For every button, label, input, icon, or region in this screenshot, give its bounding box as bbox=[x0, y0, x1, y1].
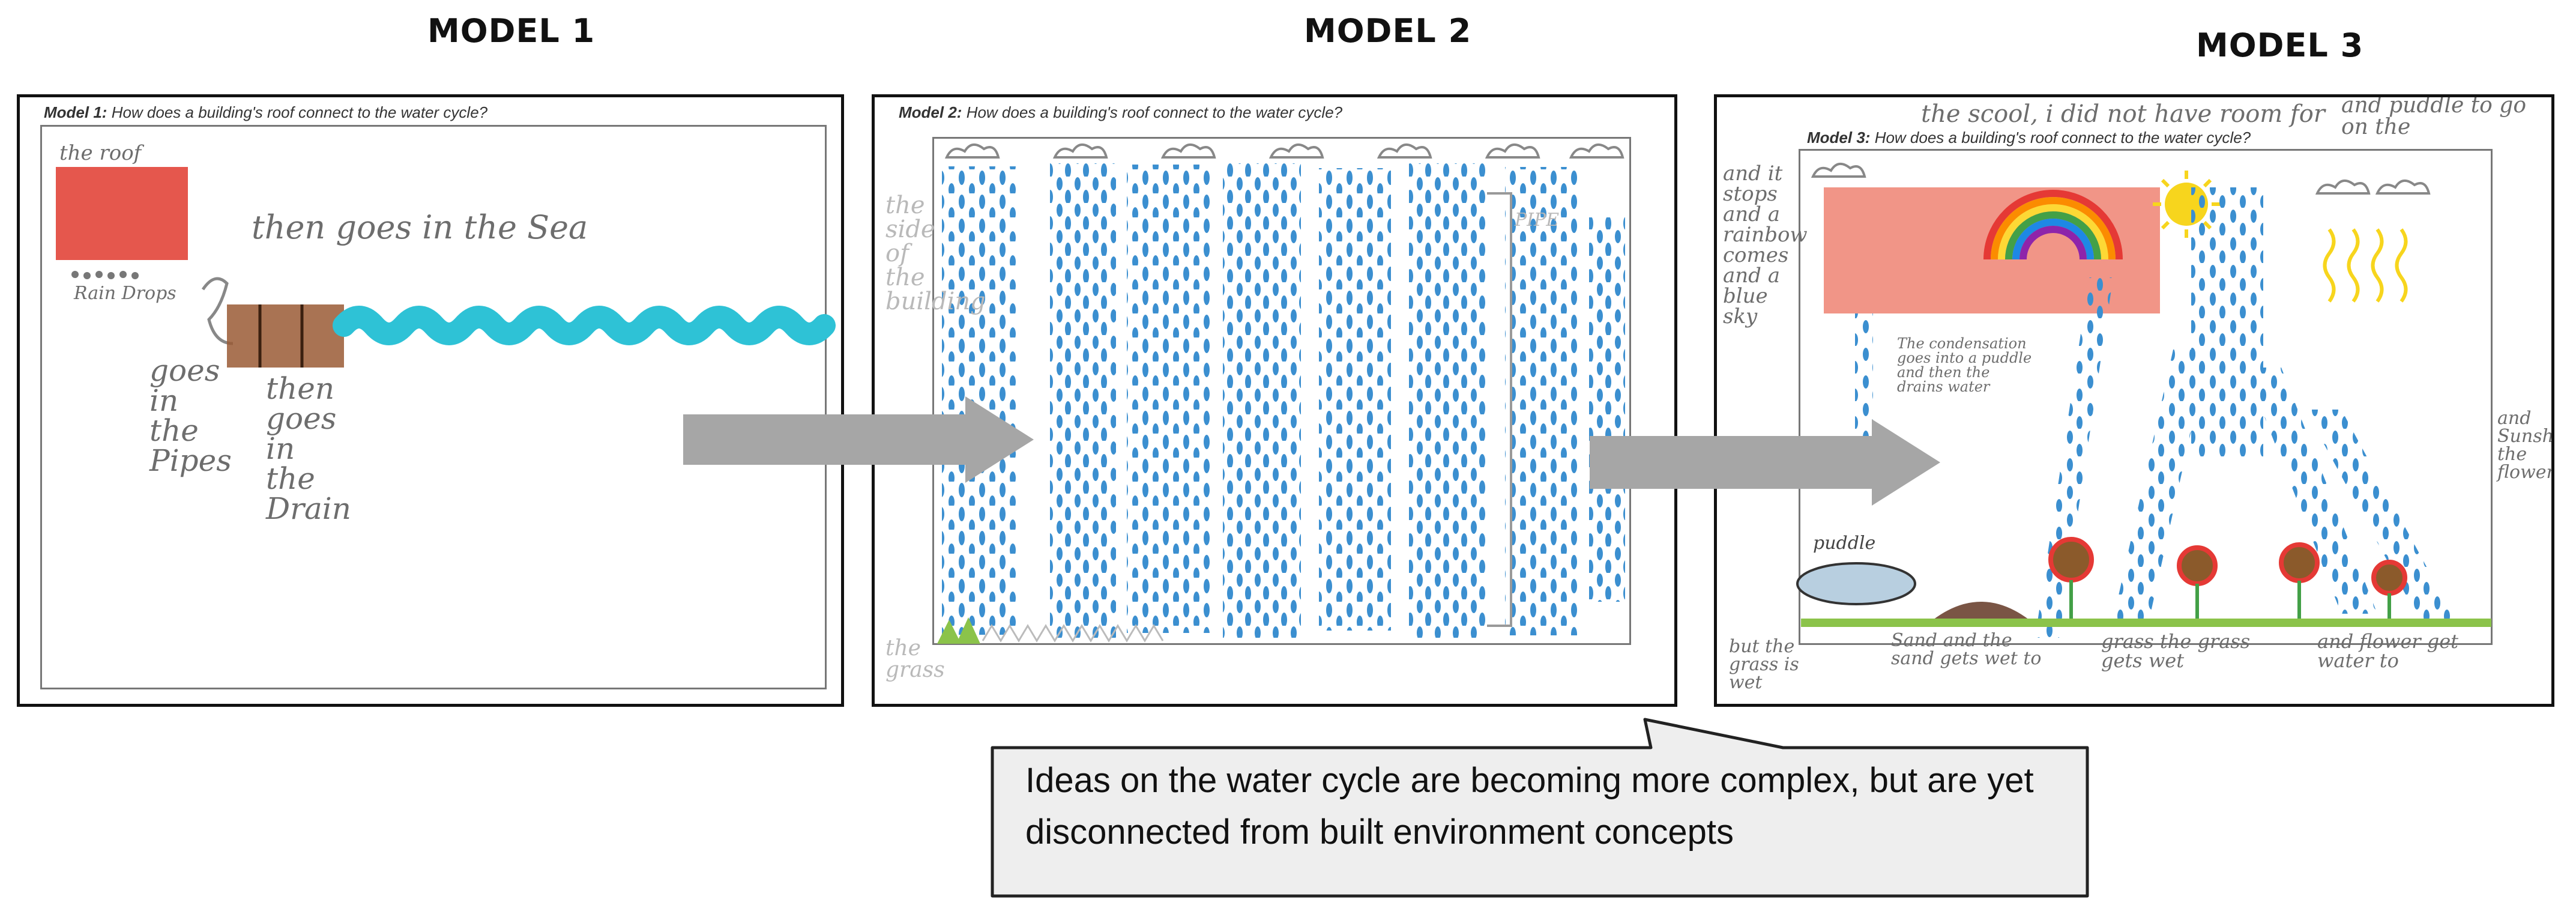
model-3-title: MODEL 3 bbox=[2196, 26, 2364, 64]
model-3-label-left: and it stops and a rainbow comes and a b… bbox=[1723, 162, 1808, 328]
model-2-label-grass: the grass bbox=[885, 636, 945, 682]
model-1-drawing bbox=[56, 167, 836, 368]
model-3-label-grass-wet: but the grass is wet bbox=[1729, 636, 1799, 693]
model-3-label-top: the scool, i did not have room for bbox=[1921, 100, 2325, 128]
model-3-label-sand: Sand and the sand gets wet to bbox=[1891, 630, 2042, 669]
model-3-drawing-frame bbox=[1799, 149, 2493, 645]
model-2-rain bbox=[942, 163, 1625, 638]
flower-icon bbox=[2048, 537, 2407, 620]
callout-text: Ideas on the water cycle are becoming mo… bbox=[1025, 761, 2034, 852]
model-1-pipe bbox=[227, 304, 344, 368]
model-2-label-pipe: PIPE bbox=[1515, 210, 1560, 231]
model-1-label-roof: the roof bbox=[59, 141, 142, 165]
model-2-drawing-frame bbox=[932, 137, 1631, 645]
model-3-panel: Model 3: How does a building's roof conn… bbox=[1714, 94, 2554, 707]
model-2-grass bbox=[937, 617, 980, 644]
model-1-label-drain: then goes in the Drain bbox=[266, 371, 351, 526]
model-1-panel: Model 1: How does a building's roof conn… bbox=[17, 94, 844, 707]
model-2-clouds bbox=[944, 144, 1624, 159]
callout-box: Ideas on the water cycle are becoming mo… bbox=[991, 718, 2089, 898]
model-3-label-top-right: and puddle to go on the bbox=[2341, 94, 2527, 139]
model-1-roof bbox=[56, 167, 188, 260]
puddle-icon bbox=[1796, 562, 1916, 605]
model-3-label-flower: and flower get water to bbox=[2317, 630, 2459, 672]
model-2-panel: Model 2: How does a building's roof conn… bbox=[872, 94, 1677, 707]
model-2-label-side: the side of the building bbox=[885, 192, 986, 315]
model-3-label-grass: grass the grass gets wet bbox=[2101, 630, 2251, 672]
model-1-label-sea: then goes in the Sea bbox=[252, 208, 588, 246]
model-2-question: Model 2: How does a building's roof conn… bbox=[899, 103, 1343, 121]
rainbow-icon bbox=[1983, 190, 2123, 260]
arrow-right-icon bbox=[683, 396, 1034, 483]
model-1-label-raindrops: Rain Drops bbox=[74, 283, 176, 304]
model-1-title: MODEL 1 bbox=[427, 12, 596, 50]
arrow-right-icon bbox=[1590, 419, 1940, 506]
model-3-label-puddle: puddle bbox=[1813, 533, 1876, 554]
model-1-drawing-frame bbox=[40, 125, 827, 689]
model-3-label-right: and Sunshine the flowers bbox=[2497, 408, 2554, 483]
model-3-question: Model 3: How does a building's roof conn… bbox=[1807, 129, 2251, 147]
model-3-label-cloud: The condensation goes into a puddle and … bbox=[1897, 335, 2032, 395]
model-3-drawing bbox=[1796, 163, 2491, 638]
model-1-water bbox=[333, 306, 836, 345]
model-1-label-pipes: goes in the Pipes bbox=[149, 353, 232, 478]
model-2-title: MODEL 2 bbox=[1304, 12, 1472, 50]
model-1-question: Model 1: How does a building's roof conn… bbox=[44, 103, 488, 121]
model-2-drawing bbox=[937, 144, 1625, 644]
